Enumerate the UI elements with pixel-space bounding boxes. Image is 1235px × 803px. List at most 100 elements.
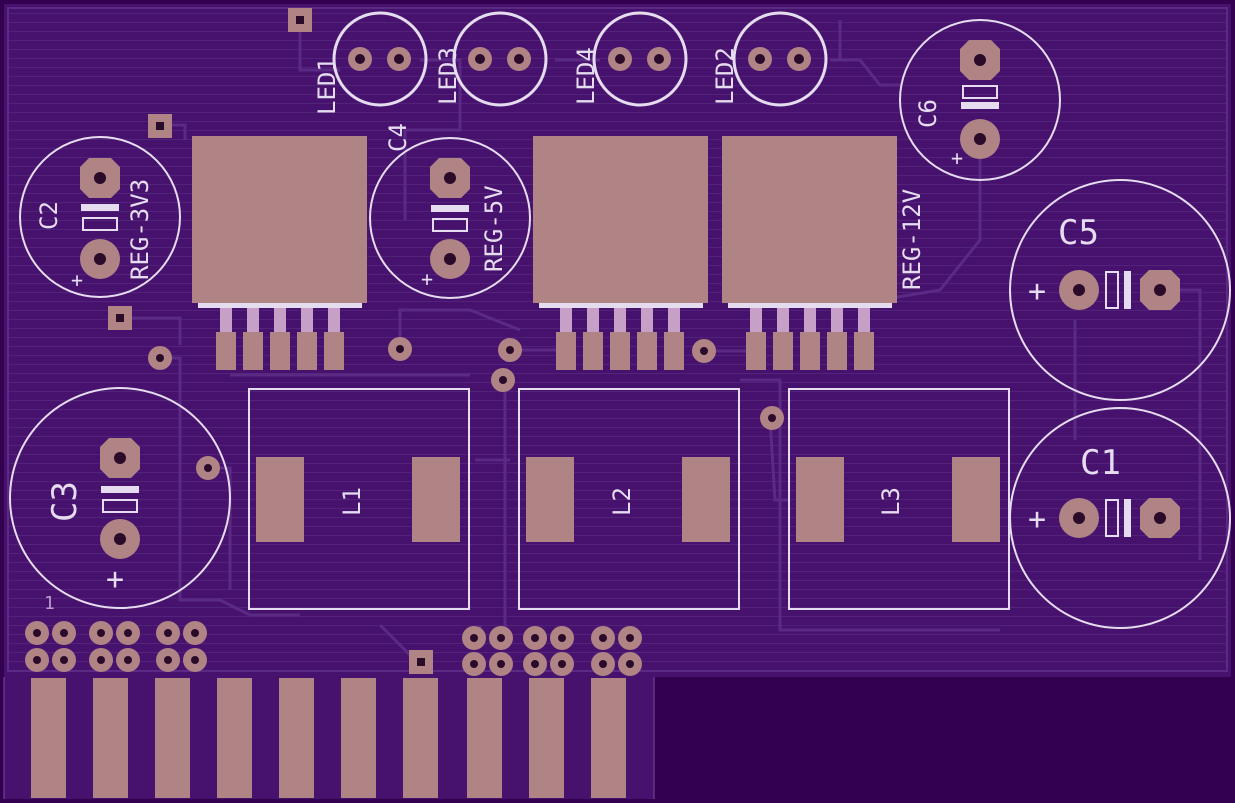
led1-drill-b bbox=[394, 54, 404, 64]
inductor-l3-pad-left bbox=[796, 457, 844, 542]
reg-5v-body-edge bbox=[539, 303, 703, 308]
reg-3v3-tab bbox=[192, 136, 367, 303]
round-vias bbox=[148, 337, 784, 480]
reg-3v3-leads bbox=[220, 308, 340, 332]
reg-3v3 bbox=[192, 136, 367, 370]
finger bbox=[217, 678, 252, 798]
reg-5v-tab bbox=[533, 136, 708, 303]
inductor-l1-pad-right bbox=[412, 457, 460, 542]
cap-c5: + C5 bbox=[1009, 179, 1231, 401]
inductor-l2: L2 bbox=[518, 388, 740, 610]
led2-drill-b bbox=[794, 54, 804, 64]
cap-c5-plus: + bbox=[1028, 274, 1046, 309]
cap-c4-polarity-bar bbox=[431, 205, 469, 212]
led2-outline bbox=[732, 11, 828, 107]
reg-5v bbox=[533, 136, 708, 370]
cap-c2-outline bbox=[19, 136, 181, 298]
finger bbox=[529, 678, 564, 798]
led1: LED1 bbox=[313, 11, 428, 115]
reg-5v-leads bbox=[560, 308, 680, 332]
cap-c5-polarity-bar bbox=[1124, 271, 1131, 309]
inductor-l3: L3 bbox=[788, 388, 1010, 610]
inner-border bbox=[7, 7, 1228, 672]
cap-c3-plus: + bbox=[106, 562, 124, 597]
cap-c1: + C1 bbox=[1009, 407, 1231, 629]
reg-12v-label: REG-12V bbox=[898, 189, 926, 290]
inductor-l3-outline bbox=[788, 388, 1010, 610]
finger bbox=[403, 678, 438, 798]
led1-outline bbox=[332, 11, 428, 107]
cap-c2-label: C2 bbox=[35, 201, 63, 230]
finger bbox=[155, 678, 190, 798]
inductor-l3-label: L3 bbox=[877, 487, 905, 516]
reg-3v3-label: REG-3V3 bbox=[126, 179, 154, 280]
led1-label: LED1 bbox=[313, 57, 341, 115]
cap-c3-plate bbox=[102, 499, 138, 513]
cap-c2-plate bbox=[82, 217, 118, 231]
cap-c6-outline bbox=[899, 19, 1061, 181]
led2: LED2 bbox=[711, 11, 828, 107]
via-square-drill bbox=[296, 16, 304, 24]
header-pads bbox=[25, 621, 642, 676]
finger bbox=[591, 678, 626, 798]
cap-c1-plus: + bbox=[1028, 502, 1046, 537]
via-square-drill bbox=[116, 314, 124, 322]
led2-drill-a bbox=[755, 54, 765, 64]
inductor-l2-pad-right bbox=[682, 457, 730, 542]
pin1-marker: 1 bbox=[44, 593, 55, 614]
finger bbox=[467, 678, 502, 798]
led4-outline bbox=[592, 11, 688, 107]
reg-3v3-body-edge bbox=[198, 303, 362, 308]
square-vias bbox=[108, 8, 433, 674]
board-edge-line bbox=[3, 677, 655, 799]
inductor-l1-outline bbox=[248, 388, 470, 610]
via-square-drill bbox=[156, 122, 164, 130]
cap-c1-plate bbox=[1105, 499, 1119, 537]
cap-c2: + C2 REG-3V3 bbox=[19, 136, 181, 298]
inductor-l1: L1 bbox=[248, 388, 470, 610]
led3-drill-a bbox=[475, 54, 485, 64]
reg-5v-pads bbox=[556, 332, 684, 370]
cap-c4-outline bbox=[369, 137, 531, 299]
cap-c4-plus: + bbox=[421, 267, 433, 291]
led3: LED3 bbox=[434, 11, 548, 107]
finger bbox=[93, 678, 128, 798]
cap-c5-outline bbox=[1009, 179, 1231, 401]
led4-drill-a bbox=[615, 54, 625, 64]
led2-label: LED2 bbox=[711, 47, 739, 105]
led3-label: LED3 bbox=[434, 47, 462, 105]
inductor-l1-label: L1 bbox=[338, 487, 366, 516]
cap-c4-label: C4 bbox=[384, 123, 412, 152]
cap-c4-plate bbox=[432, 218, 468, 232]
reg-12v bbox=[722, 136, 897, 370]
reg-12v-tab bbox=[722, 136, 897, 303]
cap-c3-label: C3 bbox=[45, 481, 85, 522]
reg-5v-label: REG-5V bbox=[480, 185, 508, 272]
cap-c1-polarity-bar bbox=[1124, 499, 1131, 537]
inductor-l2-pad-left bbox=[526, 457, 574, 542]
cap-c2-plus: + bbox=[71, 268, 83, 292]
inductor-l2-outline bbox=[518, 388, 740, 610]
inductor-l1-pad-left bbox=[256, 457, 304, 542]
led4-drill-b bbox=[654, 54, 664, 64]
edge-connector-fingers bbox=[31, 678, 626, 798]
cap-c5-label: C5 bbox=[1058, 213, 1099, 253]
cap-c5-plate bbox=[1105, 271, 1119, 309]
cap-c3-outline bbox=[9, 387, 231, 609]
cap-c6-label: C6 bbox=[914, 99, 942, 128]
via-square-drill bbox=[417, 658, 425, 666]
cap-c4: + C4 REG-5V bbox=[369, 123, 531, 299]
traces bbox=[120, 18, 1202, 664]
cap-c6-polarity-bar bbox=[961, 102, 999, 109]
reg-12v-pads bbox=[746, 332, 874, 370]
led1-drill-a bbox=[355, 54, 365, 64]
led4-label: LED4 bbox=[572, 47, 600, 105]
cap-c1-label: C1 bbox=[1080, 443, 1121, 483]
reg-3v3-pads bbox=[216, 332, 344, 370]
cap-c6-plus: + bbox=[951, 146, 963, 170]
led3-outline bbox=[452, 11, 548, 107]
cap-c6-plate bbox=[962, 85, 998, 99]
reg-12v-leads bbox=[750, 308, 870, 332]
cap-c2-polarity-bar bbox=[81, 204, 119, 211]
